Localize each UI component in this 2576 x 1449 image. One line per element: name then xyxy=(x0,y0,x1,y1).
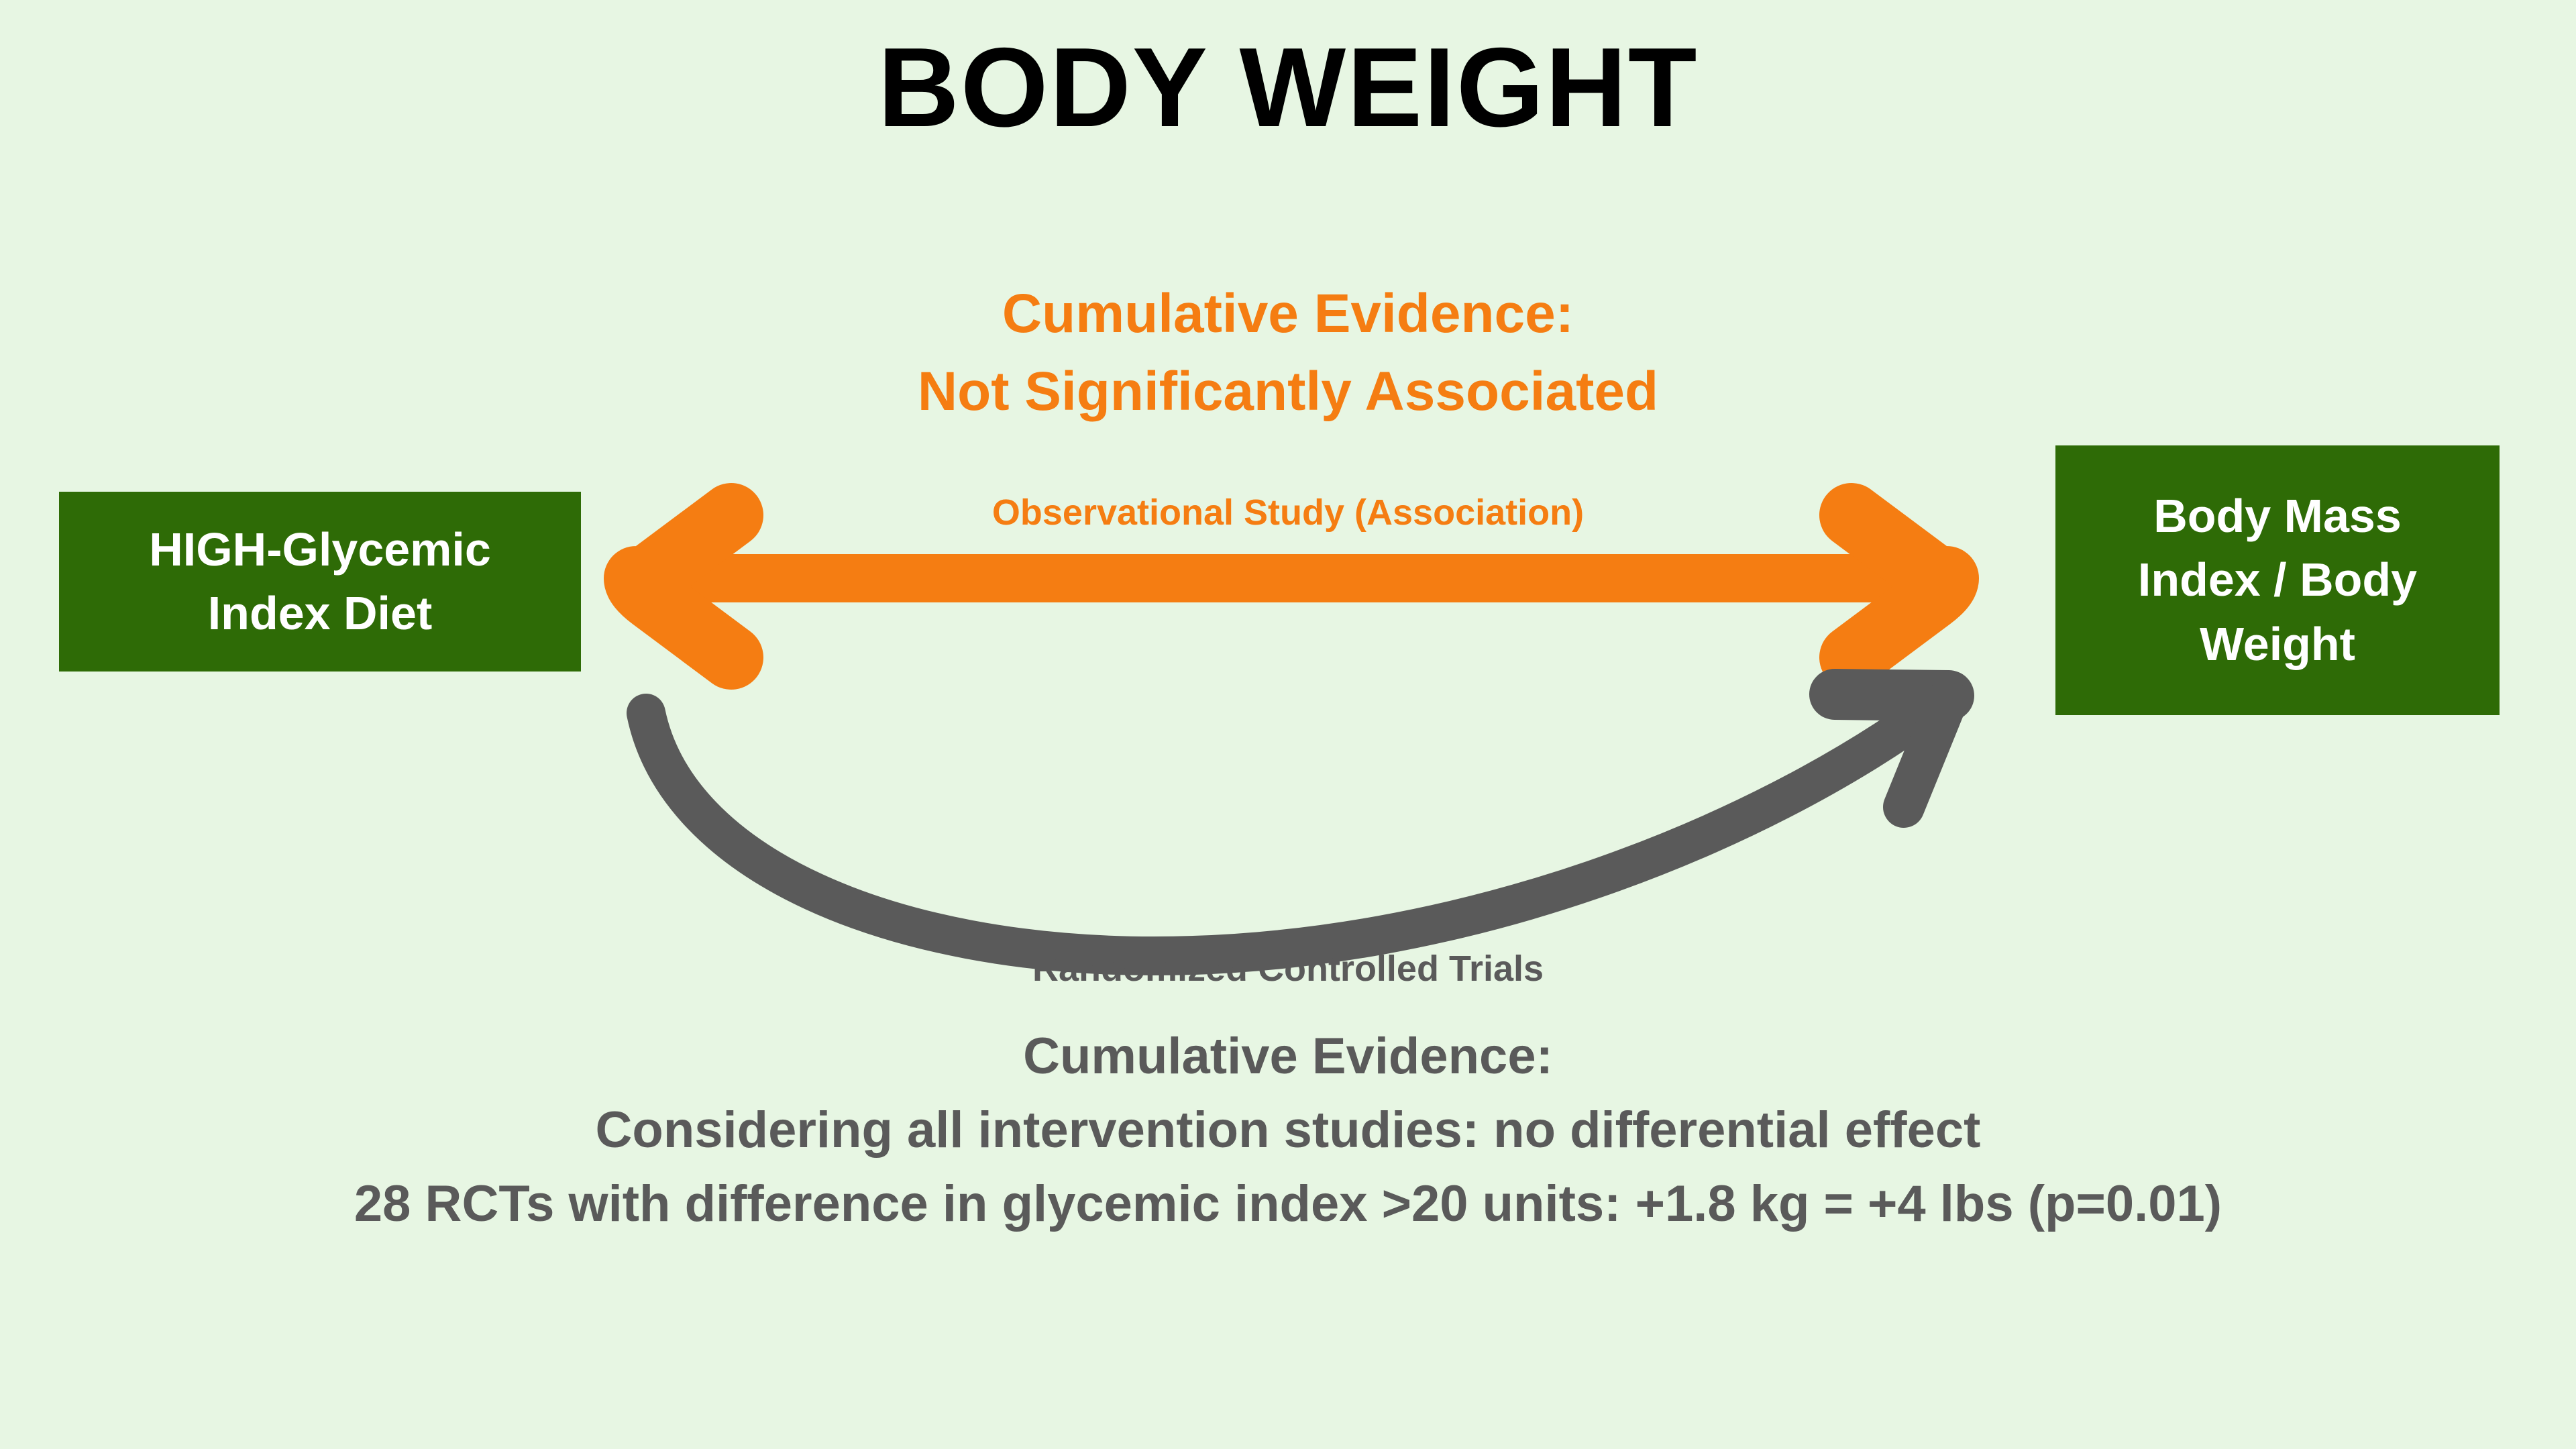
right-concept-box: Body Mass Index / Body Weight xyxy=(2055,445,2500,715)
gray-arrowhead-side xyxy=(1883,679,1968,828)
gray-curved-arrow xyxy=(627,669,1974,976)
rct-summary-line2: Considering all intervention studies: no… xyxy=(595,1102,1981,1159)
observational-arrow-label: Observational Study (Association) xyxy=(991,492,1585,533)
gray-arrow-shaft xyxy=(627,688,1951,976)
orange-arrowhead-right xyxy=(1819,483,1979,690)
rct-arrow-label: Randomized Controlled Trials xyxy=(1032,949,1544,989)
rct-summary-line3: 28 RCTs with difference in glycemic inde… xyxy=(354,1175,2222,1233)
right-concept-box-line3: Weight xyxy=(2199,617,2355,670)
orange-arrowhead-left xyxy=(604,483,763,690)
observational-conclusion-line1: Cumulative Evidence: xyxy=(1002,283,1574,344)
right-concept-box-line1: Body Mass xyxy=(2153,490,2402,543)
page-title: BODY WEIGHT xyxy=(877,24,1699,150)
gray-arrowhead-top xyxy=(1809,669,1974,721)
rct-summary-line1: Cumulative Evidence: xyxy=(1023,1028,1553,1085)
observational-conclusion-line2: Not Significantly Associated xyxy=(917,361,1659,423)
right-concept-box-line2: Index / Body xyxy=(2137,553,2418,606)
observational-conclusion: Cumulative Evidence: Not Significantly A… xyxy=(0,275,2576,431)
rct-summary: Cumulative Evidence: Considering all int… xyxy=(0,1020,2576,1242)
orange-double-arrow xyxy=(604,483,1979,690)
left-concept-box-line2: Index Diet xyxy=(207,587,433,639)
left-concept-box: HIGH-Glycemic Index Diet xyxy=(59,492,581,672)
left-concept-box-line1: HIGH-Glycemic xyxy=(149,523,491,576)
